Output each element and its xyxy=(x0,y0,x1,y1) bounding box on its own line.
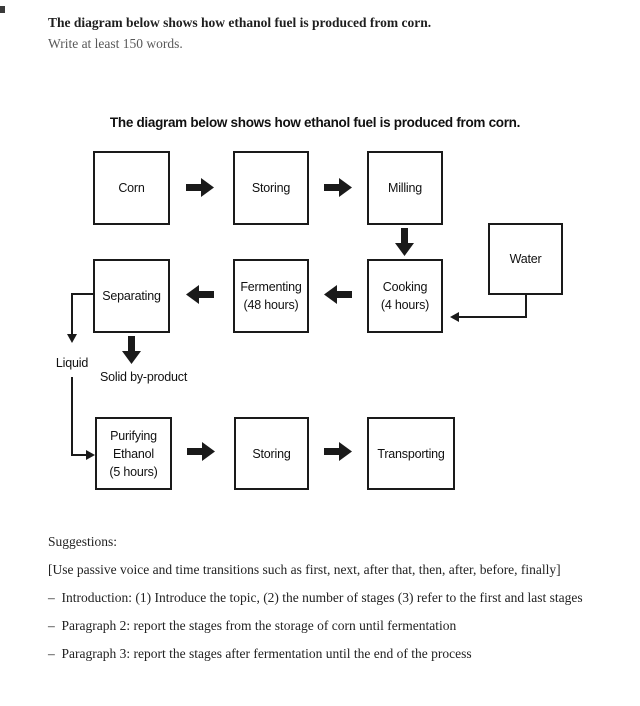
box-fermenting: Fermenting (48 hours) xyxy=(233,259,309,333)
arrow-cooking-to-fermenting xyxy=(324,285,352,304)
suggestions-heading: Suggestions: xyxy=(48,534,118,549)
suggestion-item: [Use passive voice and time transitions … xyxy=(48,562,561,577)
arrow-separating-to-solid xyxy=(122,336,141,364)
box-water: Water xyxy=(488,223,563,295)
separating-liquid-connector-vertical xyxy=(71,293,73,334)
liquid-down-arrowhead xyxy=(67,334,77,343)
diagram-title: The diagram below shows how ethanol fuel… xyxy=(109,115,521,130)
arrow-storing-to-transporting xyxy=(324,442,352,461)
liquid-connector-vertical xyxy=(71,377,73,456)
arrow-fermenting-to-separating xyxy=(186,285,214,304)
liquid-right-arrowhead xyxy=(86,450,95,460)
arrow-storing-to-milling xyxy=(324,178,352,197)
box-purifying-ethanol: Purifying Ethanol (5 hours) xyxy=(95,417,172,490)
screen-edge-artifact xyxy=(0,6,5,13)
suggestions-section: Suggestions: [Use passive voice and time… xyxy=(48,533,613,673)
solid-by-product-label: Solid by-product xyxy=(100,370,188,384)
box-transporting: Transporting xyxy=(367,417,455,490)
box-corn: Corn xyxy=(93,151,170,225)
box-cooking: Cooking (4 hours) xyxy=(367,259,443,333)
arrow-corn-to-storing xyxy=(186,178,214,197)
box-storing-bottom: Storing xyxy=(234,417,309,490)
separating-liquid-connector-horizontal xyxy=(72,293,93,295)
arrow-milling-to-cooking xyxy=(395,228,414,256)
suggestion-item: – Introduction: (1) Introduce the topic,… xyxy=(48,590,583,605)
suggestion-item: – Paragraph 3: report the stages after f… xyxy=(48,646,472,661)
water-connector-horizontal xyxy=(459,316,527,318)
arrow-purifying-to-storing xyxy=(187,442,215,461)
box-separating: Separating xyxy=(93,259,170,333)
water-connector-vertical xyxy=(525,295,527,318)
liquid-connector-horizontal xyxy=(71,454,88,456)
suggestion-item: – Paragraph 2: report the stages from th… xyxy=(48,618,457,633)
word-count-instruction: Write at least 150 words. xyxy=(48,36,183,51)
task-prompt: The diagram below shows how ethanol fuel… xyxy=(48,15,432,30)
water-arrowhead xyxy=(450,312,459,322)
box-milling: Milling xyxy=(367,151,443,225)
box-storing-top: Storing xyxy=(233,151,309,225)
liquid-label: Liquid xyxy=(55,356,89,370)
